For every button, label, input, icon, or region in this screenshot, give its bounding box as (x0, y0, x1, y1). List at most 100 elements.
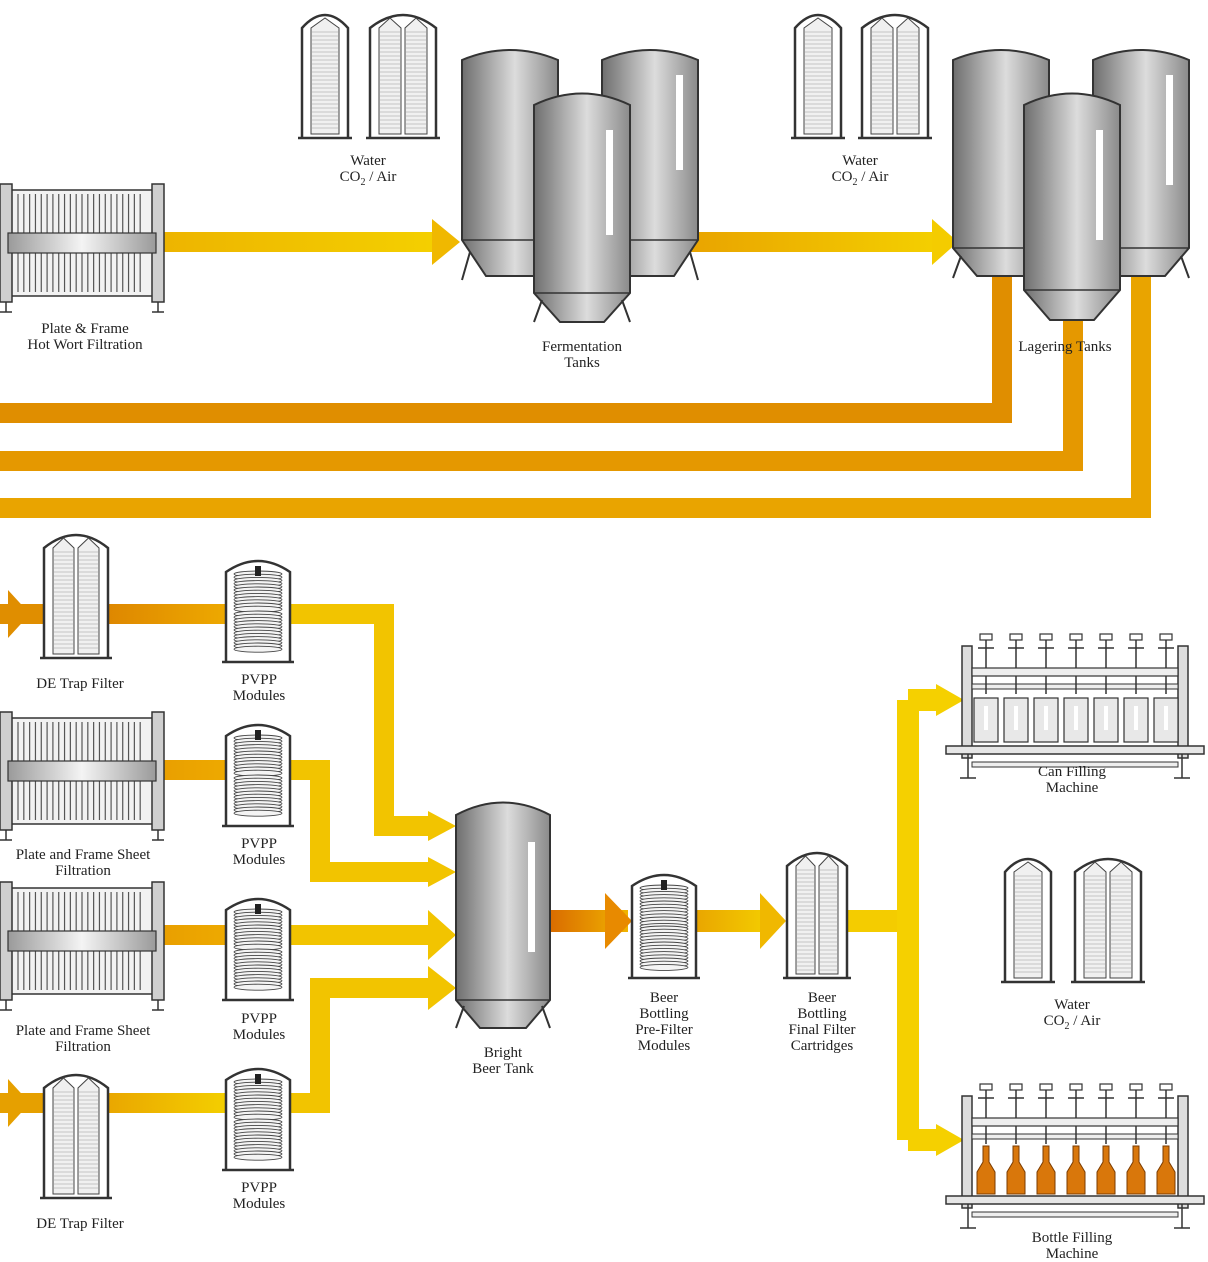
pvpp-module-2 (222, 723, 294, 828)
label-line: Plate and Frame Sheet (15, 847, 151, 863)
pipes (0, 219, 1151, 1156)
label-line: Hot Wort Filtration (27, 337, 143, 353)
label-line: CO2 / Air (1043, 1013, 1101, 1032)
cartridge-housings (40, 13, 1145, 1200)
arrow-bright-4 (428, 966, 456, 1010)
filter-plate-frame-sheet-2 (0, 881, 165, 1011)
label-line: Beer Tank (472, 1061, 534, 1077)
label-line: Plate and Frame Sheet (15, 1023, 151, 1039)
label-line: PVPP (241, 836, 277, 852)
pvpp-module-1 (222, 559, 294, 664)
label-line: Fermentation (542, 339, 622, 355)
label-line: PVPP (241, 1180, 277, 1196)
filter-plate-frame-sheet-1 (0, 711, 165, 841)
label-de-trap-filter-bottom: DE Trap Filter (10, 1216, 150, 1232)
label-line: Bottling (797, 1006, 847, 1022)
label-line: Machine (1045, 780, 1099, 796)
bottle-filling-machine (945, 1083, 1205, 1229)
label-line: PVPP (241, 1011, 277, 1027)
label-line: CO2 / Air (831, 169, 889, 188)
arrow-to-can-filler (936, 684, 964, 716)
label-line: Modules (232, 852, 286, 868)
pipe-fermentation-to-lagering (690, 232, 940, 252)
pipe-lagering-return-2 (0, 300, 1083, 471)
label-line: Pre-Filter (635, 1022, 693, 1038)
label-line: Beer (649, 990, 679, 1006)
pvpp-module-prefilter (628, 873, 700, 980)
label-line: DE Trap Filter (36, 676, 124, 692)
label-line: Tanks (564, 355, 600, 371)
label-line: Modules (637, 1038, 691, 1054)
label-line: CO2 / Air (339, 169, 397, 188)
arrow-bright-3 (428, 910, 456, 960)
pipe-lagering-return-3 (0, 272, 1151, 518)
arrow-to-lagering (932, 219, 958, 265)
arrow-to-fermentation (432, 219, 460, 265)
plate-frame-filters (0, 183, 165, 1011)
label-line: Cartridges (790, 1038, 854, 1054)
housing-final-filter (783, 851, 851, 980)
housing-de-trap-bottom (40, 1073, 112, 1200)
label-line: Water (842, 153, 878, 169)
label-line: Filtration (55, 1039, 111, 1055)
bright-beer-tank (455, 801, 551, 1029)
label-line: Modules (232, 688, 286, 704)
housing-de-trap-top (40, 533, 112, 660)
housing-water-bottom-right (1001, 857, 1055, 984)
pvpp-module-4 (222, 1067, 294, 1172)
label-line: DE Trap Filter (36, 1216, 124, 1232)
label-line: Bright (483, 1045, 523, 1061)
bottle-filler-drawing (945, 1083, 1205, 1229)
lagering-tanks (952, 49, 1190, 321)
can-filler-drawing (945, 633, 1205, 779)
label-line: Can Filling (1038, 764, 1106, 780)
arrow-bright-2 (428, 857, 456, 887)
housing-co2-top-right (858, 13, 932, 140)
pvpp-modules (222, 559, 700, 1172)
label-line: Final Filter (788, 1022, 856, 1038)
arrow-into-de-trap-bottom (8, 1079, 30, 1127)
label-de-trap-filter-top: DE Trap Filter (10, 676, 150, 692)
fermentation-tanks (461, 49, 699, 323)
label-line: Machine (1045, 1246, 1099, 1262)
label-line: Plate & Frame (41, 321, 129, 337)
label-lagering-tanks: Lagering Tanks (1000, 339, 1130, 355)
label-line: Modules (232, 1027, 286, 1043)
pipe-lagering-return-1 (0, 272, 1012, 423)
label-line: Bottling (639, 1006, 689, 1022)
arrow-into-de-trap-top (8, 590, 30, 638)
label-line: PVPP (241, 672, 277, 688)
pipe-pvpp1-to-bright (290, 604, 436, 836)
label-line: Modules (232, 1196, 286, 1212)
arrow-to-prefilter (605, 893, 632, 949)
label-line: Water (1054, 997, 1090, 1013)
pipe-pvpp4-to-bright (290, 978, 436, 1113)
arrow-bright-1 (428, 811, 456, 841)
label-line: Beer (807, 990, 837, 1006)
pvpp-module-3 (222, 897, 294, 1002)
can-filling-machine (945, 633, 1205, 779)
housing-co2-bottom-right (1071, 857, 1145, 984)
label-line: Water (350, 153, 386, 169)
housing-water-top-left (298, 13, 352, 140)
arrow-to-final-filter (760, 893, 786, 949)
housing-water-top-right (791, 13, 845, 140)
label-line: Lagering Tanks (1018, 339, 1112, 355)
filter-plate-frame-hot-wort (0, 183, 165, 313)
label-line: Bottle Filling (1031, 1230, 1113, 1246)
housing-co2-top-left (366, 13, 440, 140)
